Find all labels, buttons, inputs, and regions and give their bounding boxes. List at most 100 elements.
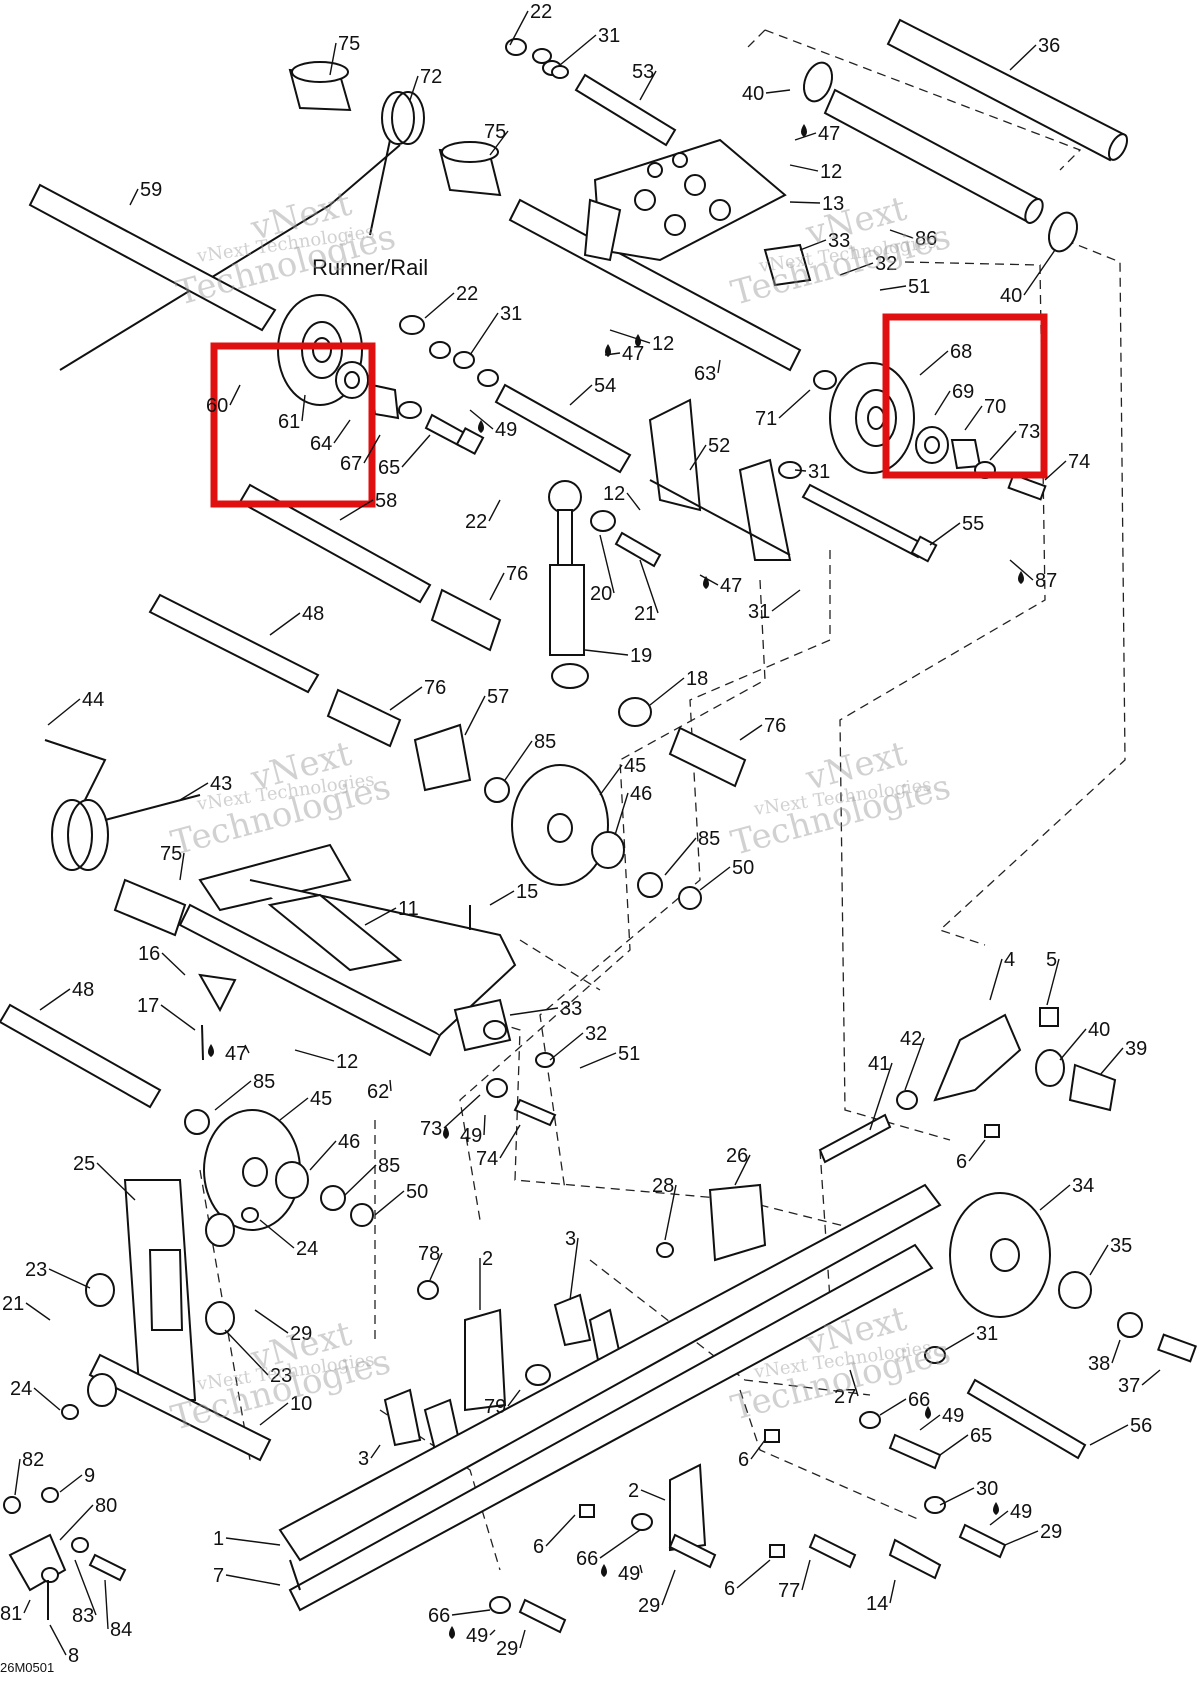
callout-18: 18 <box>649 668 708 706</box>
part-number-label: 47 <box>720 575 742 597</box>
callout-56: 56 <box>1089 1415 1152 1446</box>
part-number-label: 22 <box>465 511 487 533</box>
leader-line <box>329 42 337 76</box>
leader-line <box>488 499 501 522</box>
callout-49: 49 <box>469 409 517 441</box>
leader-line <box>39 988 71 1011</box>
leader-line <box>1059 1028 1087 1061</box>
callout-2: 2 <box>628 1480 666 1502</box>
leader-line <box>48 1268 91 1289</box>
leader-line <box>599 1529 641 1559</box>
callout-37: 37 <box>1118 1369 1161 1397</box>
callout-5: 5 <box>1046 949 1060 1006</box>
callout-85: 85 <box>344 1155 400 1196</box>
callout-60: 60 <box>206 384 241 417</box>
callout-53: 53 <box>632 61 657 101</box>
callout-20: 20 <box>590 534 615 605</box>
part-number-label: 79 <box>484 1396 506 1418</box>
leader-line <box>489 1629 496 1636</box>
leader-line <box>889 1579 896 1604</box>
callout-43: 43 <box>179 773 232 801</box>
leader-line <box>919 1414 941 1431</box>
leader-line <box>160 1004 196 1031</box>
part-number-label: 23 <box>270 1365 292 1387</box>
leader-line <box>279 1097 309 1121</box>
lubricant-drop-icon <box>801 124 807 137</box>
callout-22: 22 <box>509 1 552 46</box>
callout-26: 26 <box>726 1145 751 1186</box>
callout-22: 22 <box>424 283 478 319</box>
leader-line <box>569 384 593 406</box>
callout-87: 87 <box>1009 559 1057 592</box>
part-number-label: 29 <box>638 1595 660 1617</box>
callout-65: 65 <box>378 434 431 479</box>
callout-73: 73 <box>420 1094 481 1140</box>
leader-line <box>301 394 306 422</box>
part-number-label: 49 <box>495 419 517 441</box>
callout-51: 51 <box>879 276 930 298</box>
part-number-label: 51 <box>618 1043 640 1065</box>
highlight-box-right <box>882 313 1048 479</box>
part-number-label: 32 <box>585 1023 607 1045</box>
callout-7: 7 <box>213 1565 281 1587</box>
callout-39: 39 <box>1099 1038 1147 1076</box>
callout-75: 75 <box>160 843 185 881</box>
callout-49: 49 <box>919 1405 964 1431</box>
part-number-label: 29 <box>290 1323 312 1345</box>
callout-48: 48 <box>269 603 324 636</box>
leader-line <box>469 409 494 430</box>
callout-75: 75 <box>329 33 360 76</box>
callout-49: 49 <box>449 1625 496 1647</box>
callout-85: 85 <box>214 1071 275 1111</box>
leader-line <box>717 359 721 374</box>
leader-line <box>339 499 374 521</box>
part-number-label: 9 <box>84 1465 95 1487</box>
callout-32: 32 <box>549 1023 607 1061</box>
part-number-label: 39 <box>1125 1038 1147 1060</box>
callout-69: 69 <box>934 381 974 416</box>
part-number-label: 31 <box>976 1323 998 1345</box>
part-number-label: 55 <box>962 513 984 535</box>
part-number-label: 62 <box>367 1081 389 1103</box>
leader-line <box>309 1140 337 1171</box>
highlight-boxes <box>210 313 1048 508</box>
leader-line <box>451 1609 491 1616</box>
leader-line <box>964 405 983 431</box>
part-number-label: 84 <box>110 1619 132 1641</box>
leader-line <box>374 1190 405 1216</box>
leader-line <box>614 792 629 836</box>
callout-54: 54 <box>569 375 616 406</box>
lubricant-drop-icon <box>449 1626 455 1639</box>
callout-29: 29 <box>254 1309 312 1345</box>
part-number-label: 22 <box>456 283 478 305</box>
callout-70: 70 <box>964 396 1006 431</box>
lubricant-drop-icon <box>1018 571 1024 584</box>
part-number-label: 73 <box>1018 421 1040 443</box>
part-number-label: 32 <box>875 253 897 275</box>
part-number-label: 34 <box>1072 1175 1094 1197</box>
part-number-label: 18 <box>686 668 708 690</box>
leader-line <box>244 1044 250 1054</box>
lubricant-drop-icon <box>443 1126 449 1139</box>
leader-line <box>889 229 914 239</box>
part-number-label: 75 <box>484 121 506 143</box>
part-number-label: 40 <box>1000 285 1022 307</box>
callout-36: 36 <box>1009 35 1060 71</box>
part-number-label: 35 <box>1110 1235 1132 1257</box>
callout-50: 50 <box>699 857 754 891</box>
leader-line <box>409 75 419 101</box>
part-number-label: 38 <box>1088 1353 1110 1375</box>
leader-line <box>489 890 515 906</box>
callout-64: 64 <box>310 419 351 455</box>
part-number-label: 47 <box>622 343 644 365</box>
leader-line <box>736 1559 771 1589</box>
callout-23: 23 <box>224 1329 292 1387</box>
leader-line <box>259 1219 295 1249</box>
part-number-label: 29 <box>1040 1521 1062 1543</box>
leader-line <box>569 1237 579 1301</box>
part-number-label: 49 <box>942 1405 964 1427</box>
callout-40: 40 <box>1059 1019 1110 1061</box>
callout-65: 65 <box>939 1425 992 1456</box>
part-number-label: 33 <box>828 230 850 252</box>
